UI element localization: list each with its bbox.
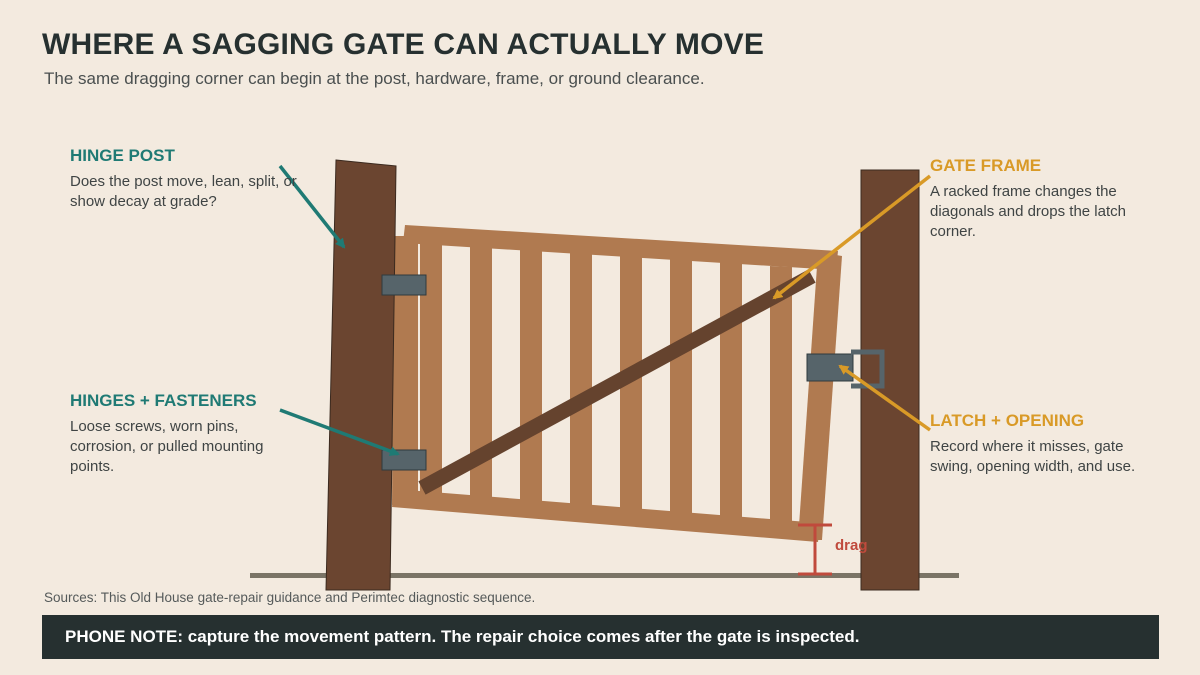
picket [470, 244, 492, 499]
hinges-fasteners-label: HINGES + FASTENERS [70, 391, 257, 410]
gate-frame-desc: A racked frame changes the diagonals and… [930, 183, 1126, 240]
hinge-post [325, 159, 397, 591]
latch-post [860, 169, 920, 591]
hinges-fasteners-arrow [279, 408, 400, 456]
hinge-post-arrow [278, 164, 346, 249]
gate-frame-arrow [772, 174, 932, 300]
picket [670, 259, 692, 515]
picket [420, 240, 442, 497]
sources-note: Sources: This Old House gate-repair guid… [44, 590, 536, 605]
upper-hinge [381, 274, 427, 296]
picket [520, 248, 542, 502]
drag-indicator [798, 523, 832, 576]
picket [570, 252, 592, 506]
drag-label: drag [835, 537, 868, 554]
ground-line [250, 573, 959, 578]
page-subtitle: The same dragging corner can begin at th… [44, 69, 705, 88]
gate-bottom-rail [392, 489, 820, 542]
picket [770, 266, 792, 523]
hinge-post-desc: Does the post move, lean, split, or show… [70, 173, 297, 210]
gate-left-stile [392, 236, 418, 505]
hinges-fasteners-desc: Loose screws, worn pins, corrosion, or p… [70, 418, 264, 475]
picket [720, 262, 742, 519]
gate-frame-label: GATE FRAME [930, 156, 1042, 175]
phone-note-bar: PHONE NOTE: capture the movement pattern… [42, 615, 1159, 659]
gate-frame [392, 225, 842, 542]
page-title: WHERE A SAGGING GATE CAN ACTUALLY MOVE [42, 28, 765, 61]
latch-bar [806, 353, 854, 382]
gate-diagonal-brace [418, 269, 816, 495]
gate-top-rail [403, 225, 838, 270]
gate-right-stile [798, 252, 842, 540]
picket [620, 255, 642, 511]
latch-opening-arrow [838, 364, 932, 432]
lower-hinge [381, 449, 427, 471]
phone-note-text: PHONE NOTE: capture the movement pattern… [65, 627, 860, 646]
latch-opening-desc: Record where it misses, gate swing, open… [930, 438, 1136, 475]
hinge-post-label: HINGE POST [70, 146, 175, 165]
latch-opening-label: LATCH + OPENING [930, 411, 1085, 430]
